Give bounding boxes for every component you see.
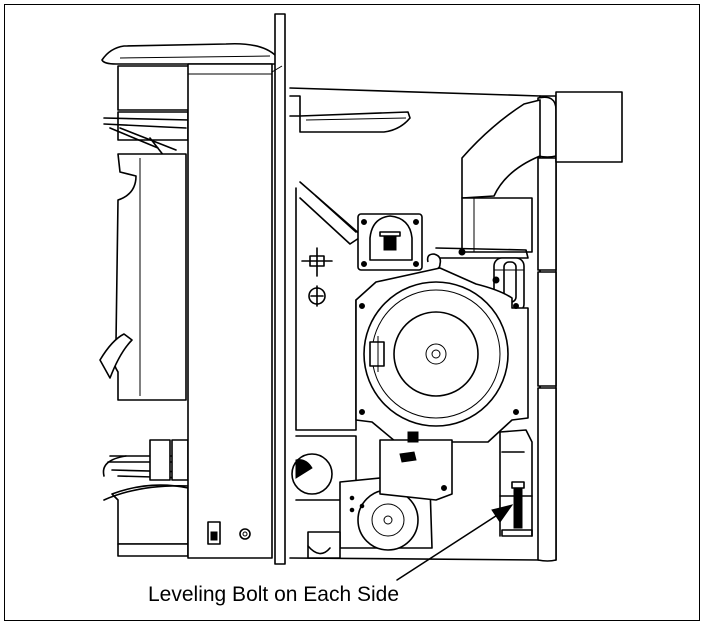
output-tray-assembly xyxy=(99,42,277,557)
control-box xyxy=(379,431,453,501)
leveling-bolt xyxy=(499,429,533,537)
callout-label: Leveling Bolt on Each Side xyxy=(148,583,400,606)
center-column xyxy=(187,63,273,559)
blower-housing xyxy=(355,267,529,443)
figure-border xyxy=(4,4,700,621)
belt-assembly xyxy=(426,247,529,313)
exhaust-duct xyxy=(461,99,541,253)
lower-drive xyxy=(291,435,433,559)
main-housing xyxy=(289,87,623,562)
callout-arrow xyxy=(396,504,514,581)
drive-motor xyxy=(357,213,423,271)
knob-icon xyxy=(239,528,251,540)
vertical-panel xyxy=(271,13,286,565)
side-fittings xyxy=(301,247,333,307)
